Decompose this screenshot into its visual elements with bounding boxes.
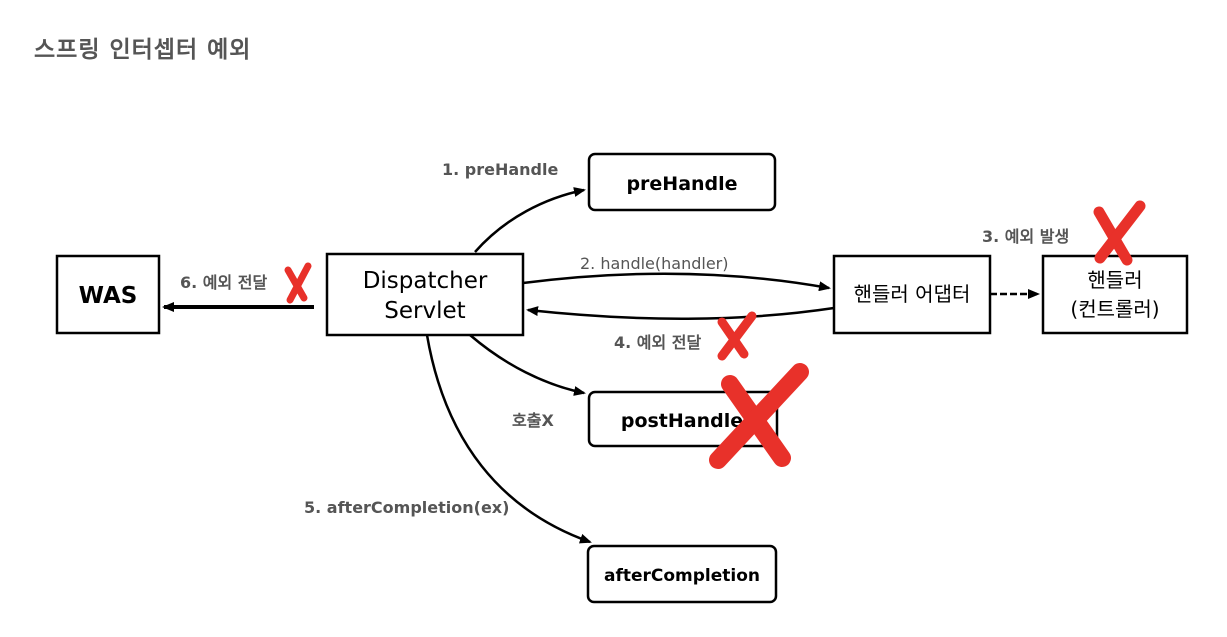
label-step2: 2. handle(handler): [580, 254, 728, 273]
arrow-to-aftercompletion: [425, 334, 592, 544]
label-step6: 6. 예외 전달: [180, 273, 268, 292]
x-mark-step6: [284, 262, 312, 304]
handler-label-line2: (컨트롤러): [1070, 297, 1159, 321]
prehandle-label: preHandle: [626, 173, 737, 195]
handler-adapter-label: 핸들러 어댑터: [854, 282, 971, 306]
handler-label-line1: 핸들러: [1087, 268, 1142, 292]
handler-adapter-node: 핸들러 어댑터: [832, 254, 992, 335]
arrow-to-posthandle: [469, 334, 586, 396]
page-title: 스프링 인터셉터 예외: [34, 37, 252, 63]
posthandle-node: postHandle: [587, 390, 779, 448]
was-label: WAS: [79, 283, 138, 309]
arrow-handle-to-adapter: [522, 272, 831, 292]
posthandle-label: postHandle: [621, 410, 743, 432]
label-step4: 4. 예외 전달: [614, 333, 702, 352]
dispatcher-label-line1: Dispatcher: [363, 268, 488, 294]
x-mark-step3: [1093, 200, 1146, 266]
label-not-called: 호출X: [512, 411, 554, 430]
arrow-to-prehandle: [474, 187, 586, 253]
aftercompletion-label: afterCompletion: [604, 566, 760, 586]
prehandle-node: preHandle: [587, 152, 777, 212]
x-mark-posthandle: [709, 363, 809, 469]
x-mark-step4: [717, 311, 757, 361]
dispatcher-servlet-node: Dispatcher Servlet: [325, 252, 525, 337]
aftercompletion-node: afterCompletion: [586, 544, 778, 604]
label-step1: 1. preHandle: [442, 160, 558, 179]
label-step3: 3. 예외 발생: [982, 227, 1069, 246]
handler-controller-node: 핸들러 (컨트롤러): [1041, 254, 1189, 335]
was-node: WAS: [55, 254, 161, 335]
dispatcher-label-line2: Servlet: [384, 298, 465, 324]
arrow-adapter-back-to-dispatcher: [526, 306, 835, 320]
label-step5: 5. afterCompletion(ex): [304, 498, 509, 517]
